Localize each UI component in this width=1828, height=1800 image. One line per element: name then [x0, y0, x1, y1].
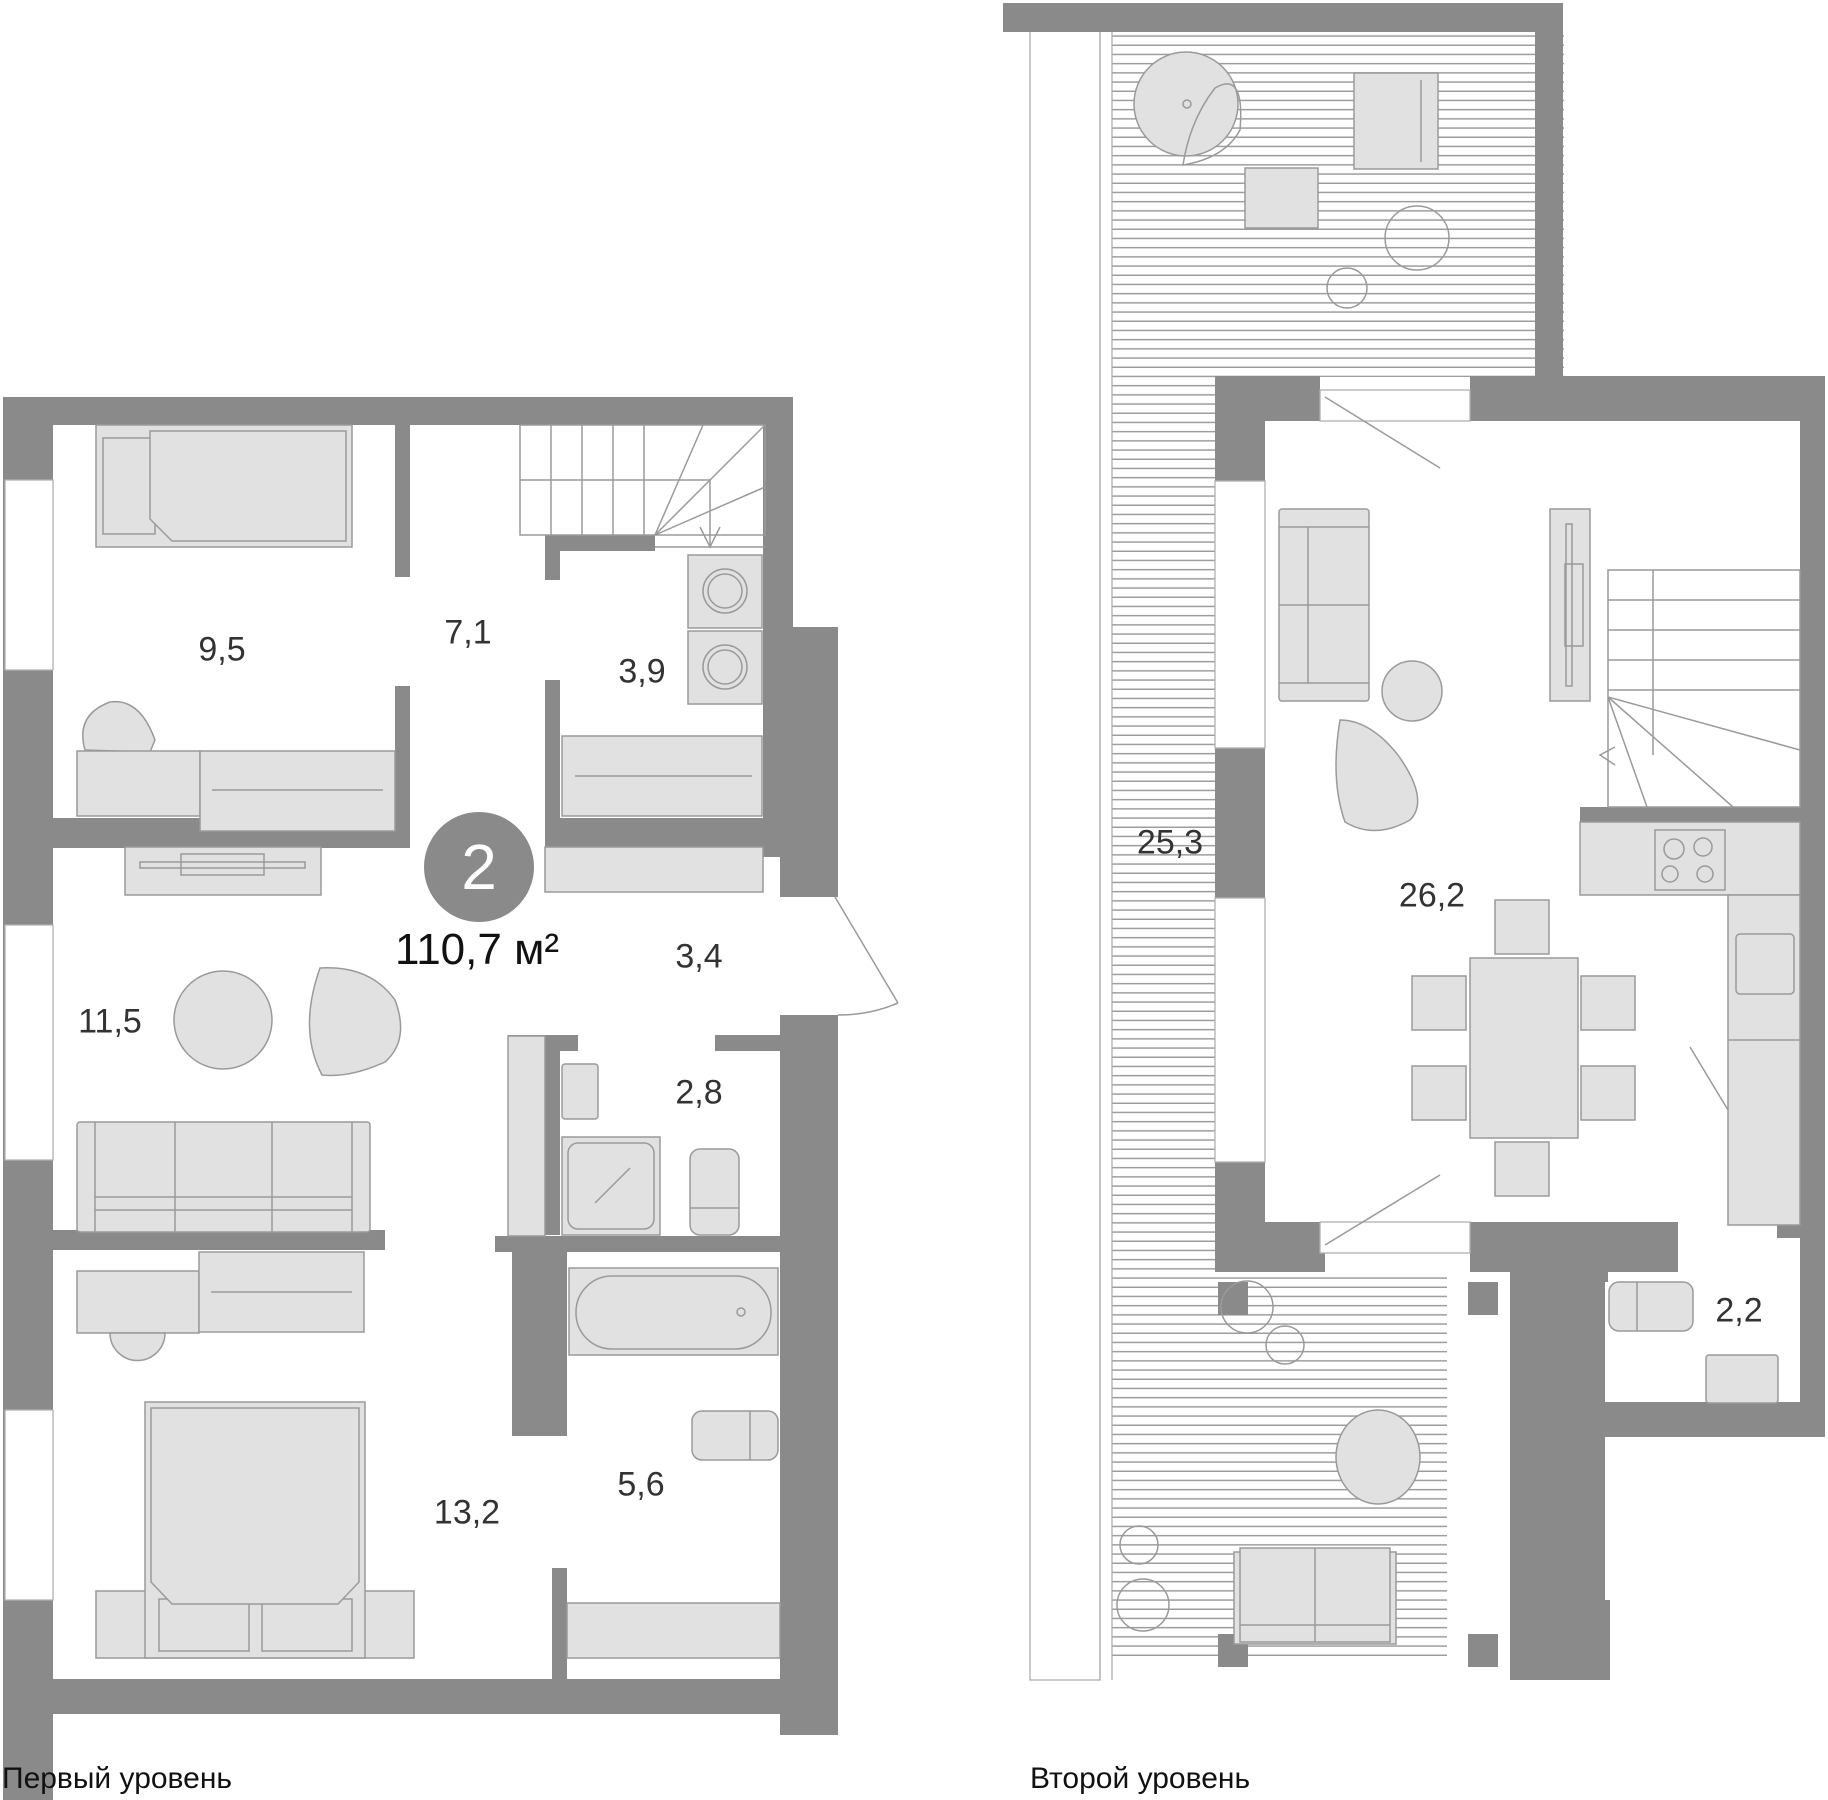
- room-area-bathroom: 5,6: [617, 1465, 665, 1504]
- level-1-plan: [3, 397, 899, 1800]
- room-area-hall: 7,1: [444, 613, 492, 652]
- staircase-icon: [1598, 569, 1801, 808]
- cabinet-icon: [507, 1035, 546, 1237]
- shoe-rack-icon: [544, 846, 764, 893]
- plant-icon: [1326, 267, 1368, 309]
- toilet-icon: [691, 1410, 779, 1461]
- sofa-icon: [76, 1121, 371, 1233]
- dining-table-icon: [1411, 899, 1636, 1197]
- sink-icon: [1705, 1354, 1779, 1404]
- room-area-wc: 2,2: [1715, 1291, 1763, 1330]
- wardrobe-icon: [561, 735, 763, 817]
- sink-icon: [561, 1063, 599, 1120]
- entrance-door-icon: [834, 896, 899, 1016]
- coffee-table-icon: [1381, 660, 1443, 722]
- level-2-plan: [1003, 3, 1825, 1681]
- room-area-terrace: 25,3: [1136, 823, 1204, 862]
- armchair-icon: [82, 700, 156, 753]
- kitchen-counter-icon: [1579, 821, 1801, 1226]
- toilet-icon: [1608, 1281, 1694, 1332]
- hanging-chair-icon: [1133, 51, 1242, 166]
- wardrobe-icon: [198, 1251, 365, 1333]
- double-bed-icon: [95, 1401, 415, 1659]
- tv-stand-icon: [1549, 508, 1591, 702]
- outdoor-sofa-icon: [1233, 1547, 1397, 1645]
- side-table-icon: [1244, 167, 1319, 229]
- plant-icon: [1220, 1280, 1274, 1334]
- sofa-icon: [1278, 508, 1370, 702]
- armchair-icon: [308, 967, 402, 1077]
- terrace-door-icon: [1324, 1174, 1441, 1246]
- room-area-kitchen-living: 26,2: [1398, 876, 1466, 915]
- armchair-icon: [1335, 719, 1419, 832]
- plant-icon: [1119, 1525, 1159, 1565]
- toilet-icon: [689, 1148, 740, 1236]
- single-bed-icon: [95, 424, 353, 548]
- tv-stand-icon: [124, 846, 322, 896]
- room-area-bedroom-small: 9,5: [198, 630, 246, 669]
- plant-icon: [1384, 205, 1450, 271]
- bathtub-icon: [568, 1267, 779, 1356]
- terrace-door-icon: [1324, 396, 1441, 469]
- room-area-laundry: 3,9: [618, 652, 666, 691]
- armchair-icon: [1353, 72, 1439, 170]
- total-area: 110,7 м²: [395, 925, 559, 974]
- level-1-caption: Первый уровень: [2, 1762, 233, 1795]
- room-area-living-room: 11,5: [78, 1002, 142, 1041]
- round-table-icon: [1335, 1409, 1421, 1505]
- plant-icon: [1116, 1578, 1170, 1632]
- desk-icon: [76, 1270, 200, 1362]
- level-2-caption: Второй уровень: [1030, 1762, 1251, 1795]
- wardrobe-icon: [199, 750, 396, 832]
- rooms-count-badge: 2: [424, 812, 534, 922]
- shower-tray-icon: [561, 1136, 661, 1236]
- coffee-table-icon: [173, 970, 273, 1070]
- room-area-bedroom-master: 13,2: [433, 1493, 501, 1532]
- room-area-shower-room: 2,8: [675, 1073, 723, 1112]
- room-area-entrance: 3,4: [675, 937, 723, 976]
- cabinet-icon: [566, 1602, 781, 1659]
- desk-icon: [76, 750, 201, 817]
- plant-icon: [1265, 1325, 1305, 1365]
- staircase-icon: [519, 424, 766, 549]
- washing-machine-icon: [687, 554, 763, 705]
